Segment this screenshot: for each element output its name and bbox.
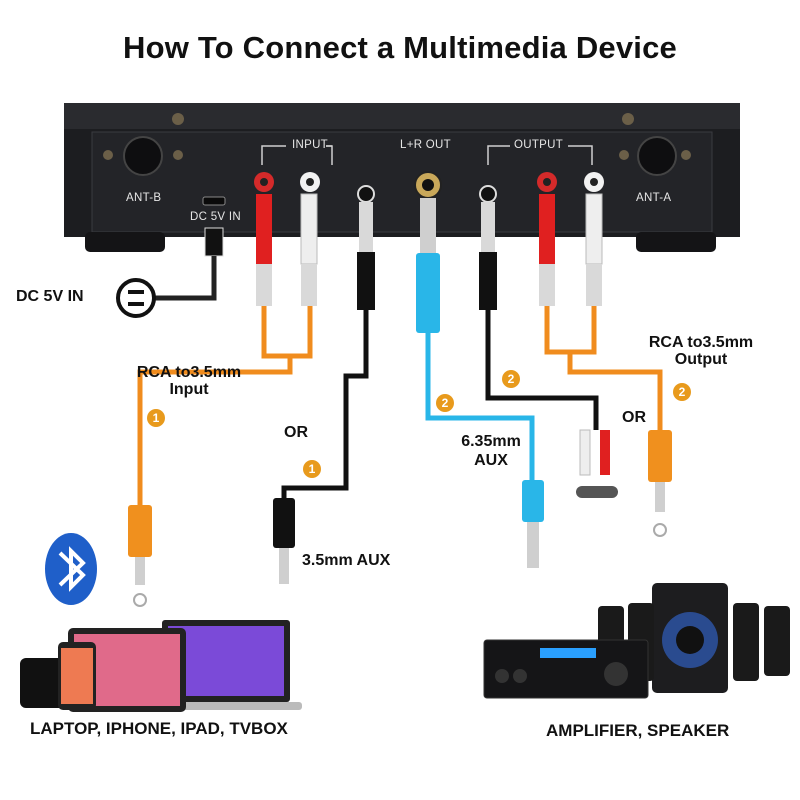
screw-icon bbox=[103, 150, 113, 160]
screw-icon bbox=[619, 150, 629, 160]
step-marker: 1 bbox=[303, 460, 321, 478]
aux-635-label-line1: 6.35mm bbox=[461, 433, 521, 450]
aux-635-label: 6.35mm AUX bbox=[446, 432, 536, 470]
step-marker: 1 bbox=[147, 409, 165, 427]
speaker-icon bbox=[764, 606, 790, 676]
rca-input-label-line2: Input bbox=[169, 381, 209, 398]
output-bracket bbox=[487, 145, 510, 165]
or-left-label: OR bbox=[284, 424, 308, 441]
device-foot-right bbox=[636, 232, 716, 252]
output-rca-cable bbox=[539, 193, 672, 537]
input-red-rca-plug bbox=[256, 194, 272, 264]
output-635-cable bbox=[416, 198, 544, 568]
output-black-cable bbox=[479, 202, 618, 498]
screw-icon bbox=[173, 150, 183, 160]
outputs-label: AMPLIFIER, SPEAKER bbox=[546, 721, 730, 740]
screw-icon bbox=[172, 113, 184, 125]
rca-output-label-line2: Output bbox=[674, 351, 728, 368]
antenna-a-jack-icon bbox=[637, 136, 677, 176]
power-plug-icon bbox=[116, 278, 156, 318]
aux-35-label: 3.5mm AUX bbox=[302, 552, 391, 569]
antenna-b-jack-icon bbox=[123, 136, 163, 176]
output-35mm-plug bbox=[648, 430, 672, 482]
rca-female-icon bbox=[576, 486, 618, 498]
screw-icon bbox=[681, 150, 691, 160]
input-aux-jack-icon bbox=[357, 185, 375, 203]
device-back-panel bbox=[64, 103, 740, 252]
step-marker: 2 bbox=[502, 370, 520, 388]
step-marker: 2 bbox=[436, 394, 454, 412]
or-right-label: OR bbox=[622, 409, 646, 426]
speaker-icon bbox=[733, 603, 759, 681]
sources-label: LAPTOP, IPHONE, IPAD, TVBOX bbox=[30, 719, 288, 738]
device-rear-plate bbox=[91, 131, 713, 233]
dc-in-label: DC 5V IN bbox=[16, 288, 84, 305]
lr-out-label: L+R OUT bbox=[400, 139, 451, 151]
rca-input-label: RCA to3.5mm Input bbox=[114, 364, 264, 398]
dc-port-icon bbox=[202, 196, 226, 206]
step-marker: 2 bbox=[673, 383, 691, 401]
input-white-rca-plug bbox=[300, 193, 318, 265]
source-devices-icon bbox=[20, 620, 302, 712]
input-bracket bbox=[261, 145, 286, 165]
ant-b-label: ANT-B bbox=[126, 192, 162, 204]
device-top-edge bbox=[64, 103, 740, 129]
screw-icon bbox=[622, 113, 634, 125]
rca-output-label-line1: RCA to3.5mm bbox=[648, 334, 754, 351]
output-label: OUTPUT bbox=[514, 139, 564, 151]
input-aux-cable bbox=[273, 202, 375, 584]
page-title: How To Connect a Multimedia Device bbox=[123, 30, 677, 65]
input-aux-plug-top bbox=[359, 202, 373, 252]
rca-input-label-line1: RCA to3.5mm bbox=[136, 364, 242, 381]
rca-output-label: RCA to3.5mm Output bbox=[626, 334, 776, 368]
usb-plug-icon bbox=[204, 227, 224, 257]
input-35mm-plug bbox=[128, 505, 152, 557]
amplifier-icon bbox=[483, 639, 649, 699]
aux-635-label-line2: AUX bbox=[474, 452, 508, 469]
power-cable bbox=[116, 227, 224, 318]
aux-635mm-plug bbox=[522, 480, 544, 522]
ant-a-label: ANT-A bbox=[636, 192, 672, 204]
aux-35mm-plug bbox=[273, 498, 295, 548]
bluetooth-icon bbox=[45, 533, 97, 605]
device-foot-left bbox=[85, 232, 165, 252]
input-rca-cable bbox=[128, 193, 318, 607]
input-label: INPUT bbox=[292, 139, 328, 151]
dc-port-label: DC 5V IN bbox=[190, 211, 241, 223]
output-aux-jack-icon bbox=[479, 185, 497, 203]
amplifier-speaker-icon bbox=[483, 583, 790, 699]
